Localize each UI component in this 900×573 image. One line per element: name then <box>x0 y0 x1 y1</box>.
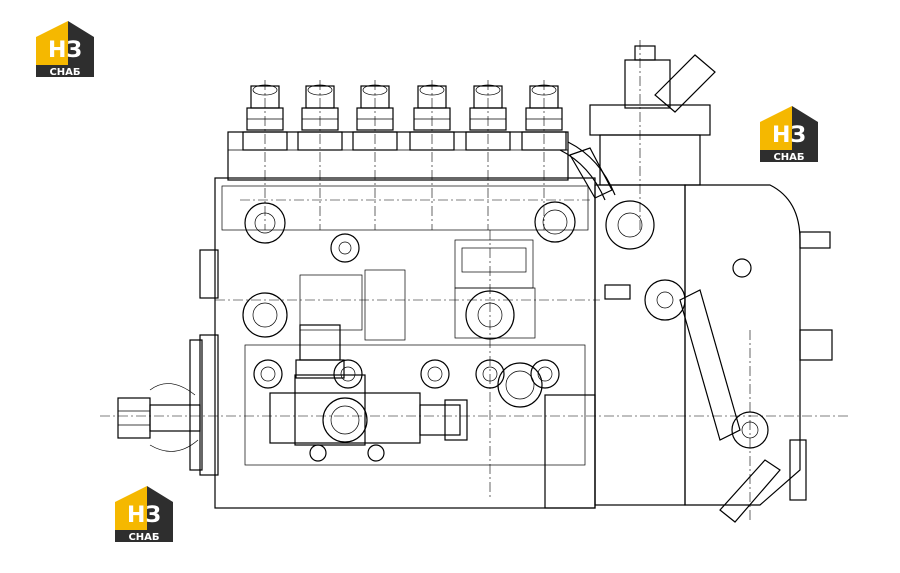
injector-head <box>297 80 343 230</box>
fuel-pipe <box>559 141 616 201</box>
nz-snab-logo: НЗ СНАБ <box>113 484 175 544</box>
left-coupling <box>117 383 201 452</box>
bolt-boss <box>420 359 450 389</box>
logo-graphic: НЗ СНАБ <box>115 486 173 543</box>
governor-housing <box>569 45 833 523</box>
nz-snab-logo: НЗ СНАБ <box>34 19 96 79</box>
center-lines <box>100 40 850 520</box>
injector-head <box>521 80 567 230</box>
logo-subtext: СНАБ <box>49 67 80 78</box>
injector-head <box>465 80 511 230</box>
bolt-boss <box>475 359 505 389</box>
injector-head <box>352 80 398 230</box>
lower-bolts <box>253 359 560 389</box>
nz-snab-logo: НЗ СНАБ <box>758 104 820 164</box>
logo-graphic: НЗ СНАБ <box>36 21 94 78</box>
bolt-boss <box>530 359 560 389</box>
housing-bosses <box>242 201 576 408</box>
injector-heads <box>242 80 567 230</box>
logo-text: НЗ <box>772 123 806 148</box>
logo-text: НЗ <box>48 38 82 63</box>
injector-head <box>242 80 288 230</box>
logo-text: НЗ <box>127 503 161 528</box>
pump-housing <box>189 131 596 509</box>
bolt-boss <box>253 359 283 389</box>
fitting-block <box>269 324 468 462</box>
bolt-boss <box>333 359 363 389</box>
logo-subtext: СНАБ <box>128 532 159 543</box>
injector-head <box>409 80 455 230</box>
logo-graphic: НЗ СНАБ <box>760 106 818 163</box>
logo-subtext: СНАБ <box>773 152 804 163</box>
